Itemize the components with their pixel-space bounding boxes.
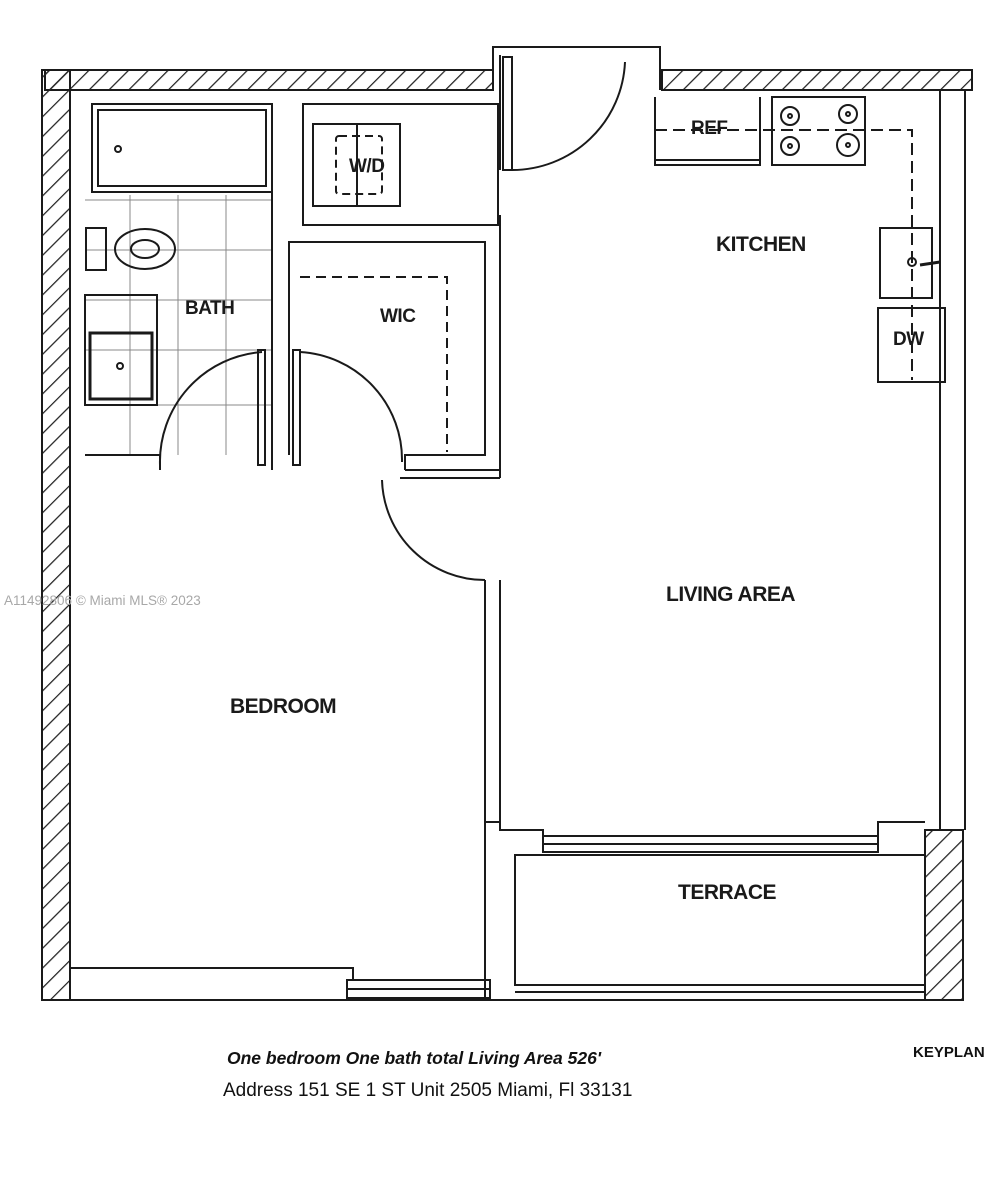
room-label-dw: DW	[893, 329, 924, 350]
dishwasher	[877, 307, 946, 383]
toilet-tank	[85, 227, 107, 271]
toilet-bowl	[114, 228, 176, 270]
room-label-wic: WIC	[380, 306, 416, 327]
room-label-terrace: TERRACE	[678, 881, 776, 904]
bath-door-swing	[158, 351, 263, 466]
wall-left	[41, 69, 71, 1001]
wall-top-left	[44, 69, 494, 91]
room-label-bedroom: BEDROOM	[230, 695, 336, 718]
unit-address: Address 151 SE 1 ST Unit 2505 Miami, Fl …	[223, 1080, 633, 1101]
room-label-wd: W/D	[349, 156, 384, 177]
room-label-kitchen: KITCHEN	[716, 233, 806, 256]
bath-door	[257, 349, 266, 466]
wic-door-swing	[299, 351, 404, 463]
wall-top-right	[661, 69, 973, 91]
room-label-bath: BATH	[185, 298, 234, 319]
entry-door	[502, 56, 513, 171]
bath-vanity	[84, 294, 158, 406]
room-label-living: LIVING AREA	[666, 583, 795, 606]
keyplan-label: KEYPLAN	[913, 1044, 985, 1061]
wall-right-bottom	[924, 829, 964, 1001]
entry-door-swing	[511, 61, 626, 172]
wic-door	[292, 349, 301, 466]
watermark: A11492806 © Miami MLS® 2023	[4, 593, 201, 608]
room-label-ref: REF	[691, 118, 728, 139]
bedroom-door-swing	[381, 479, 486, 581]
bathtub	[91, 103, 273, 193]
unit-summary: One bedroom One bath total Living Area 5…	[227, 1048, 601, 1068]
terrace-area	[514, 854, 926, 986]
